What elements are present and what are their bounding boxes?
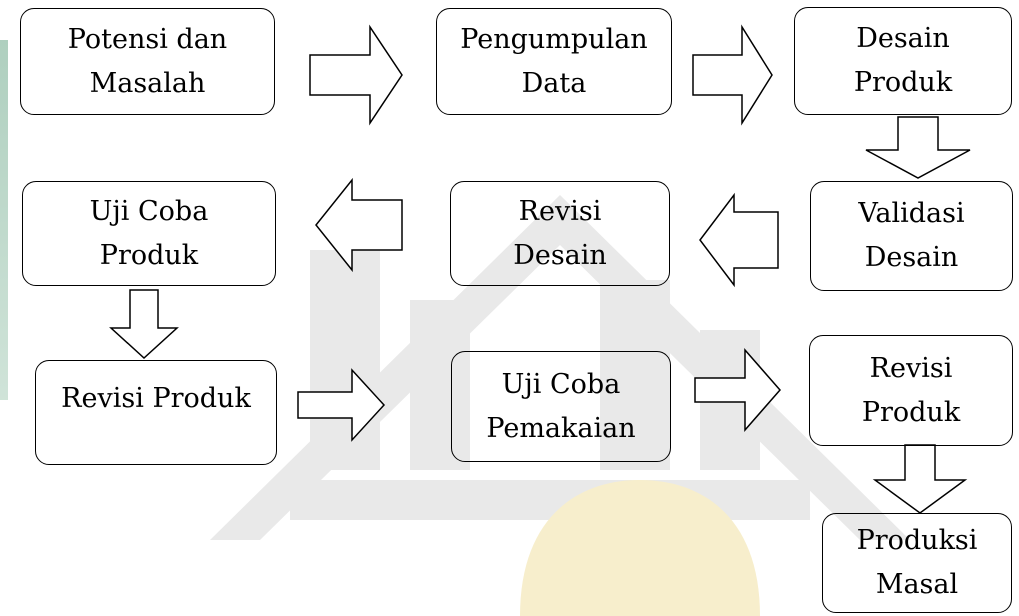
step-revisi-produk-final: Revisi Produk <box>809 335 1013 446</box>
step-label: Pengumpulan Data <box>460 23 648 99</box>
step-uji-coba-pemakaian: Uji Coba Pemakaian <box>451 351 671 462</box>
step-produksi-masal: Produksi Masal <box>822 513 1012 613</box>
step-label: Potensi dan Masalah <box>67 23 228 99</box>
step-uji-coba-produk: Uji Coba Produk <box>22 181 276 286</box>
step-potensi-masalah: Potensi dan Masalah <box>20 8 275 115</box>
arrow-down-icon <box>872 444 968 514</box>
arrow-down-icon <box>109 289 179 360</box>
step-label: Desain Produk <box>853 23 953 98</box>
step-pengumpulan-data: Pengumpulan Data <box>436 8 672 115</box>
step-label: Validasi Desain <box>858 198 965 273</box>
step-label: Uji Coba Pemakaian <box>486 368 636 444</box>
side-strip <box>0 40 8 400</box>
arrow-left-icon <box>699 192 779 288</box>
arrow-left-icon <box>315 177 403 273</box>
step-validasi-desain: Validasi Desain <box>810 181 1013 291</box>
arrow-right-icon <box>297 368 386 442</box>
step-label: Produksi Masal <box>856 525 978 600</box>
step-label: Revisi Desain <box>513 195 607 271</box>
step-revisi-desain: Revisi Desain <box>450 181 670 286</box>
step-desain-produk: Desain Produk <box>794 7 1012 115</box>
arrow-right-icon <box>694 348 781 432</box>
arrow-right-icon <box>309 24 403 126</box>
arrow-right-icon <box>692 24 773 126</box>
step-label: Revisi Produk <box>861 352 961 428</box>
step-label: Revisi Produk <box>61 383 251 414</box>
step-revisi-produk: Revisi Produk <box>35 360 277 465</box>
arrow-down-icon <box>865 116 971 179</box>
step-label: Uji Coba Produk <box>89 195 209 271</box>
